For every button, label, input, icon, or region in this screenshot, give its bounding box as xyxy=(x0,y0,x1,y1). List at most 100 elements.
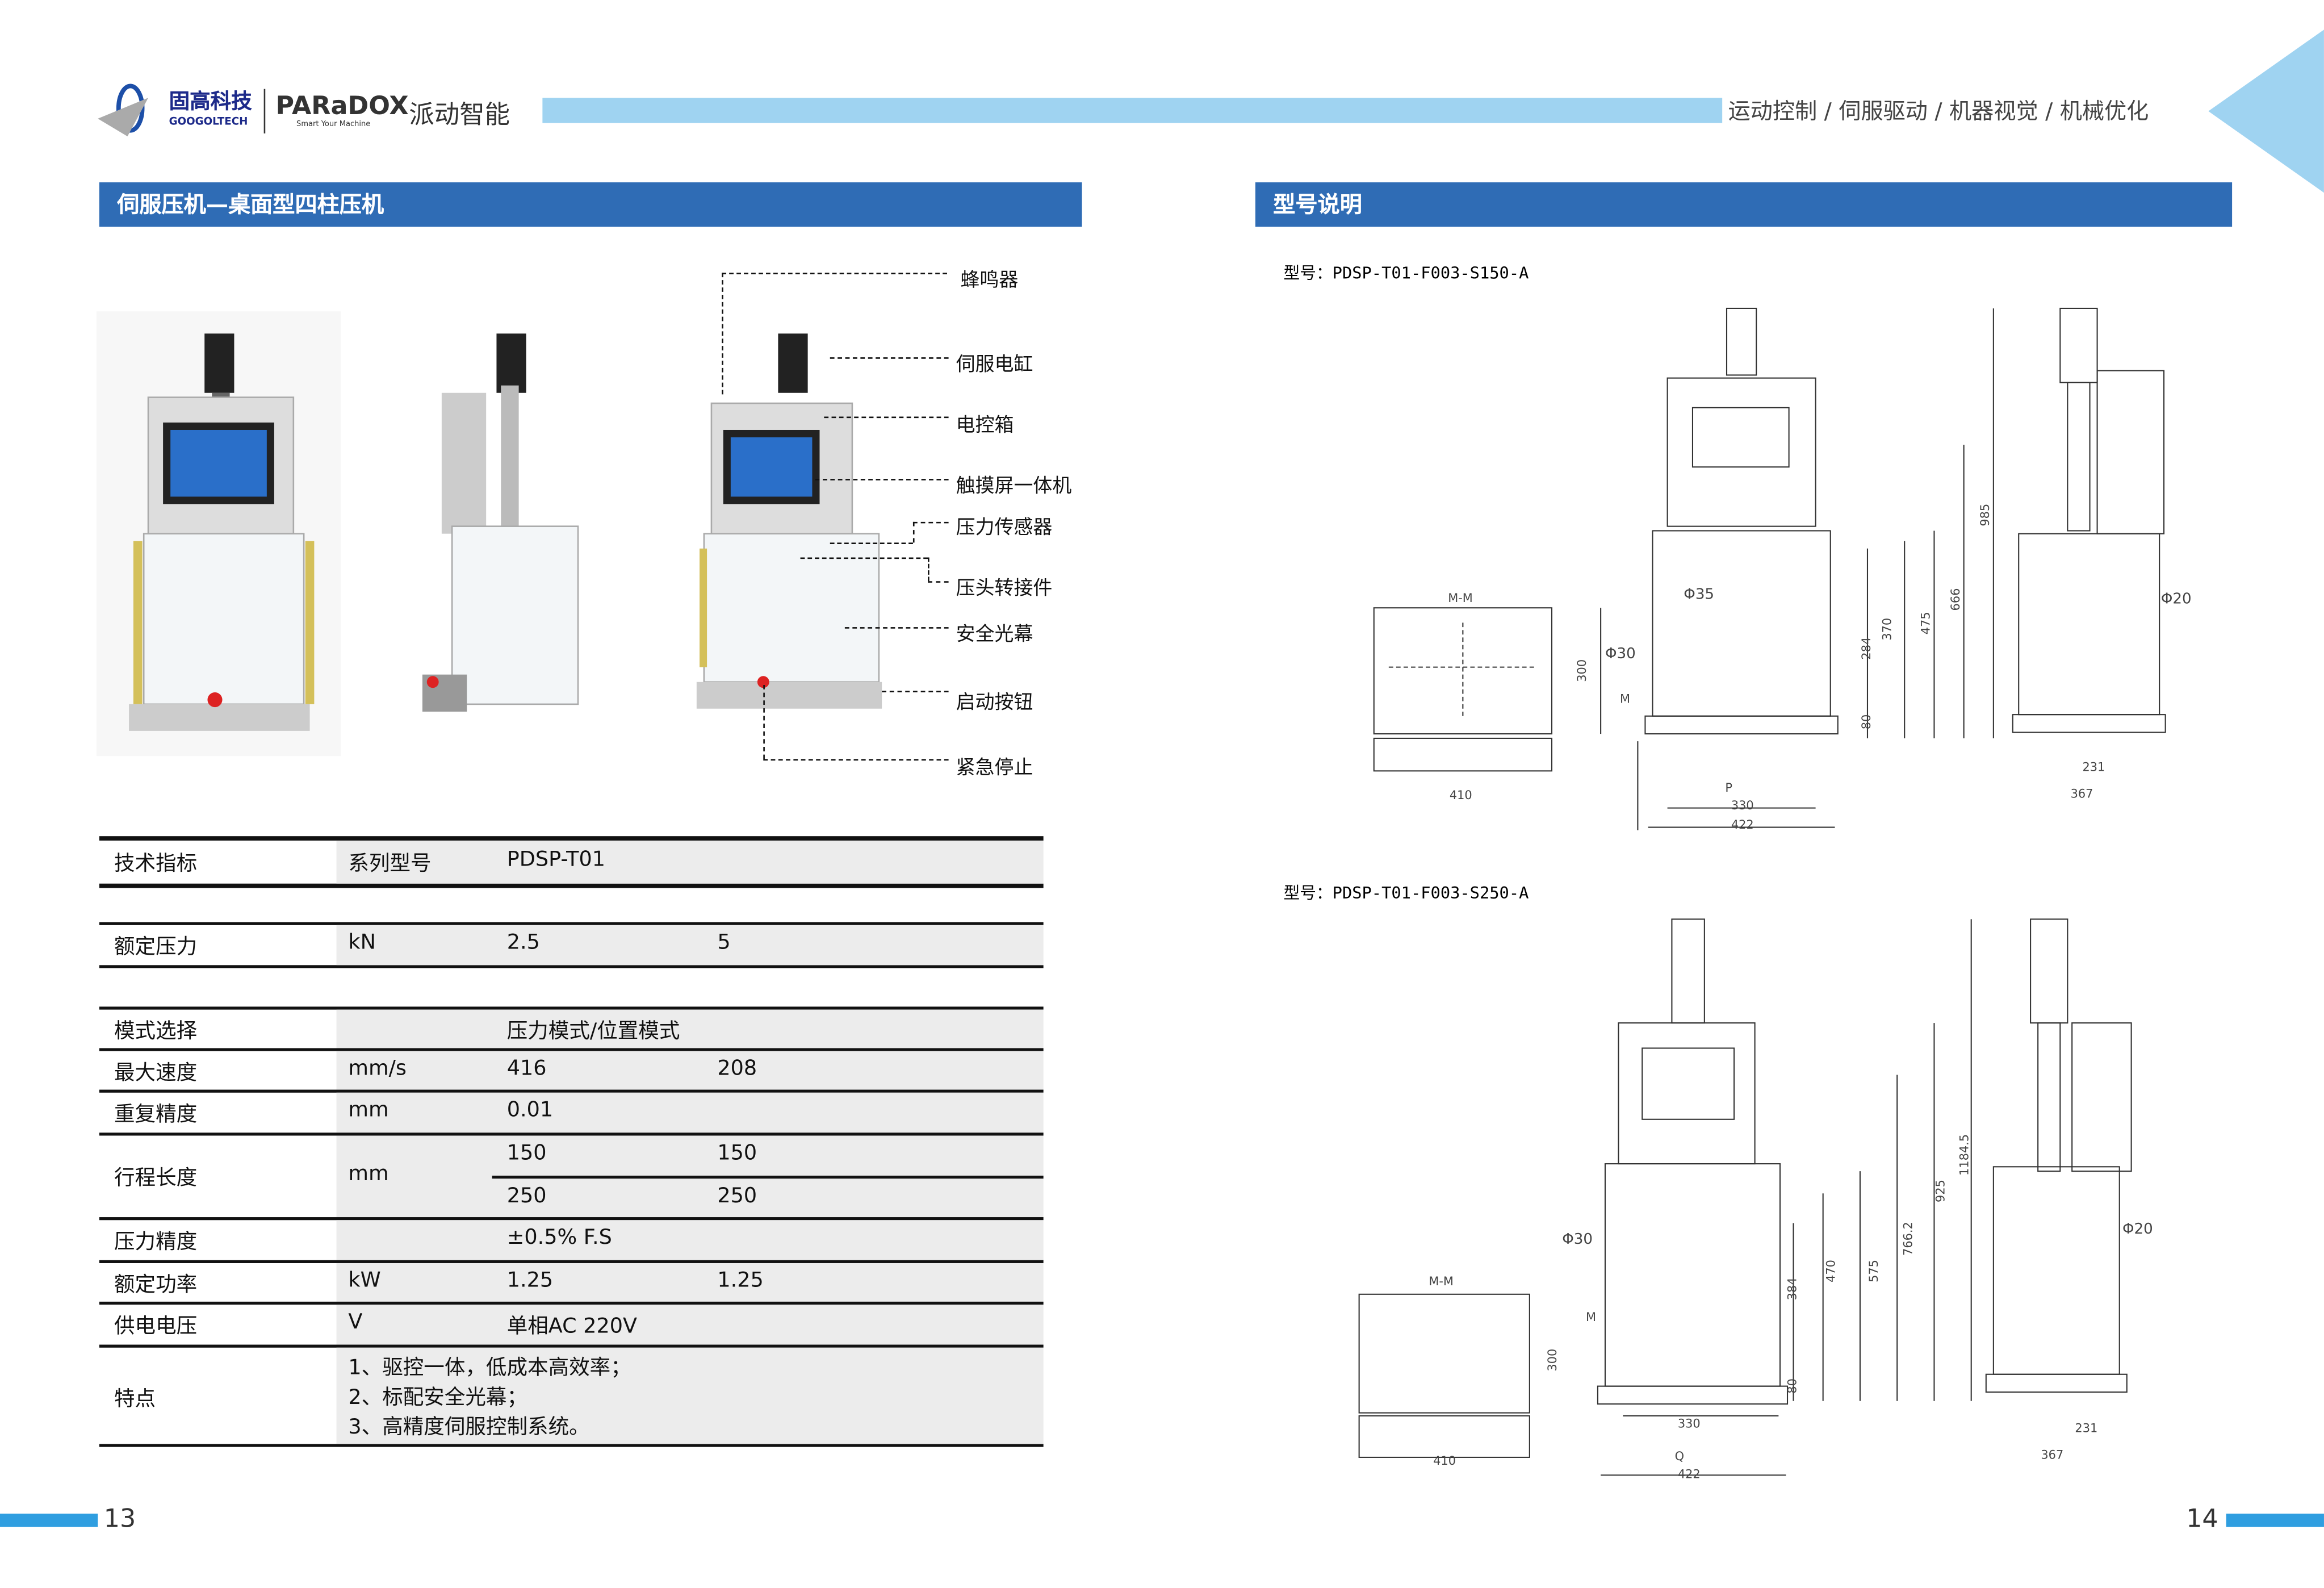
cell: 150 xyxy=(717,1141,757,1165)
dim-422: 422 xyxy=(1678,1467,1701,1481)
dim-470: 470 xyxy=(1824,1260,1838,1282)
dim-300: 300 xyxy=(1546,1349,1559,1372)
cell: 单相AC 220V xyxy=(506,1315,638,1339)
dim-80: 80 xyxy=(1860,714,1873,730)
dim-925: 925 xyxy=(1934,1180,1948,1202)
cell: 5 xyxy=(717,931,731,955)
table-row-voltage: 供电电压 V 单相AC 220V xyxy=(99,1301,1044,1345)
header-bar xyxy=(542,98,1723,123)
table-row-force: 额定压力 kN 2.5 5 xyxy=(99,922,1044,968)
dim-mm: M-M xyxy=(1448,591,1473,605)
cell: mm xyxy=(348,1162,389,1186)
dim-330: 330 xyxy=(1731,799,1754,812)
dim-m: M xyxy=(1620,692,1630,705)
cell: 系列型号 xyxy=(348,852,432,876)
cell: mm/s xyxy=(348,1057,407,1081)
dim-422: 422 xyxy=(1731,818,1754,831)
cell: PDSP-T01 xyxy=(506,848,606,872)
model2-label: 型号：PDSP-T01-F003-S250-A xyxy=(1283,883,1529,903)
cell: 250 xyxy=(506,1184,547,1209)
cell: 1.25 xyxy=(506,1269,554,1293)
photo-side xyxy=(422,333,579,712)
dim-384: 384 xyxy=(1786,1277,1799,1300)
callout-start-button: 启动按钮 xyxy=(956,692,1033,715)
brand-en: GOOGOLTECH xyxy=(169,115,248,128)
cell: 1.25 xyxy=(717,1269,764,1293)
cell: kW xyxy=(348,1269,381,1293)
callout-press-head-adapter: 压头转接件 xyxy=(956,578,1053,601)
table-row-precision: 压力精度 ±0.5% F.S xyxy=(99,1217,1044,1260)
cell: 行程长度 xyxy=(114,1167,198,1191)
dim-1184: 1184.5 xyxy=(1957,1134,1971,1176)
cell: 208 xyxy=(717,1057,757,1081)
footer-bar-left xyxy=(0,1514,98,1527)
page-number-right: 14 xyxy=(2186,1505,2218,1535)
cell: ±0.5% F.S xyxy=(506,1226,612,1250)
drawing-model2: M-M 410 300 Φ30 M Q 330 422 80 384 470 5… xyxy=(1358,918,2153,1481)
dim-766: 766.2 xyxy=(1901,1222,1915,1256)
callout-buzzer: 蜂鸣器 xyxy=(960,270,1019,292)
table-row-power: 额定功率 kW 1.25 1.25 xyxy=(99,1260,1044,1303)
dim-475: 475 xyxy=(1919,612,1933,634)
dim-phi30: Φ30 xyxy=(1605,645,1636,662)
photo-front xyxy=(96,311,341,757)
dim-575: 575 xyxy=(1867,1260,1881,1282)
table-row-stroke: 行程长度 mm 150 150 250 250 xyxy=(99,1133,1044,1219)
callout-light-curtain: 安全光幕 xyxy=(956,624,1033,647)
cell: 0.01 xyxy=(506,1098,554,1122)
dim-m: M xyxy=(1586,1310,1596,1324)
dim-phi35: Φ35 xyxy=(1684,586,1714,603)
cell: 额定压力 xyxy=(114,935,198,959)
table-row-repeat: 重复精度 mm 0.01 xyxy=(99,1089,1044,1133)
dim-370: 370 xyxy=(1881,618,1894,641)
callout-touchscreen: 触摸屏一体机 xyxy=(956,475,1072,499)
drawing-model1: M-M 410 300 Φ30 M P 330 422 Φ35 80 284 3… xyxy=(1373,307,2192,831)
paradox-cn: 派动智能 xyxy=(409,101,510,131)
slogan: Smart Your Machine xyxy=(296,120,371,129)
cell: 416 xyxy=(506,1057,547,1081)
cell: 供电电压 xyxy=(114,1315,198,1339)
model1-label: 型号：PDSP-T01-F003-S150-A xyxy=(1283,264,1529,283)
cell: 250 xyxy=(717,1184,757,1209)
dim-mm: M-M xyxy=(1429,1274,1454,1288)
logo-divider xyxy=(263,89,266,133)
table-row-features: 特点 1、驱控一体，低成本高效率； 2、标配安全光幕； 3、高精度伺服控制系统。 xyxy=(99,1344,1044,1447)
dim-284: 284 xyxy=(1860,637,1873,660)
callout-control-box: 电控箱 xyxy=(956,415,1014,438)
cell: 压力精度 xyxy=(114,1230,198,1255)
cell: 特点 xyxy=(114,1388,156,1412)
googoltech-logo: 固高科技 GOOGOLTECH xyxy=(95,83,258,139)
dim-phi20: Φ20 xyxy=(2122,1221,2153,1238)
dim-330: 330 xyxy=(1678,1417,1701,1431)
table-row-mode: 模式选择 压力模式/位置模式 xyxy=(99,1006,1044,1050)
dim-q: Q xyxy=(1675,1449,1684,1463)
brand-cn: 固高科技 xyxy=(169,90,252,114)
cell: 3、高精度伺服控制系统。 xyxy=(348,1415,590,1440)
dim-80: 80 xyxy=(1786,1378,1799,1394)
dim-985: 985 xyxy=(1978,504,1992,526)
photo-labeled xyxy=(696,333,882,709)
right-section-title: 型号说明 xyxy=(1255,182,2233,227)
dim-367: 367 xyxy=(2041,1448,2063,1462)
product-photos xyxy=(96,311,882,757)
header-tagline: 运动控制 / 伺服驱动 / 机器视觉 / 机械优化 xyxy=(1728,98,2149,125)
paradox-logo: PARaDOX xyxy=(275,91,409,122)
cell: 2.5 xyxy=(506,931,540,955)
cell: kN xyxy=(348,931,376,955)
dim-231: 231 xyxy=(2082,760,2105,774)
cell: 模式选择 xyxy=(114,1019,198,1044)
cell: 压力模式/位置模式 xyxy=(506,1019,680,1044)
cell: mm xyxy=(348,1098,389,1122)
cell: 重复精度 xyxy=(114,1103,198,1127)
callout-servo-cylinder: 伺服电缸 xyxy=(956,354,1033,377)
dim-367: 367 xyxy=(2071,787,2093,800)
cell: 额定功率 xyxy=(114,1273,198,1298)
cell: 1、驱控一体，低成本高效率； xyxy=(348,1356,631,1381)
dim-p: P xyxy=(1725,781,1732,795)
callout-pressure-sensor: 压力传感器 xyxy=(956,517,1053,540)
cell: 最大速度 xyxy=(114,1061,198,1085)
footer-bar-right xyxy=(2226,1514,2324,1527)
logo-mark-icon xyxy=(98,83,149,137)
corner-triangle xyxy=(2208,30,2324,193)
dim-410: 410 xyxy=(1450,788,1472,802)
